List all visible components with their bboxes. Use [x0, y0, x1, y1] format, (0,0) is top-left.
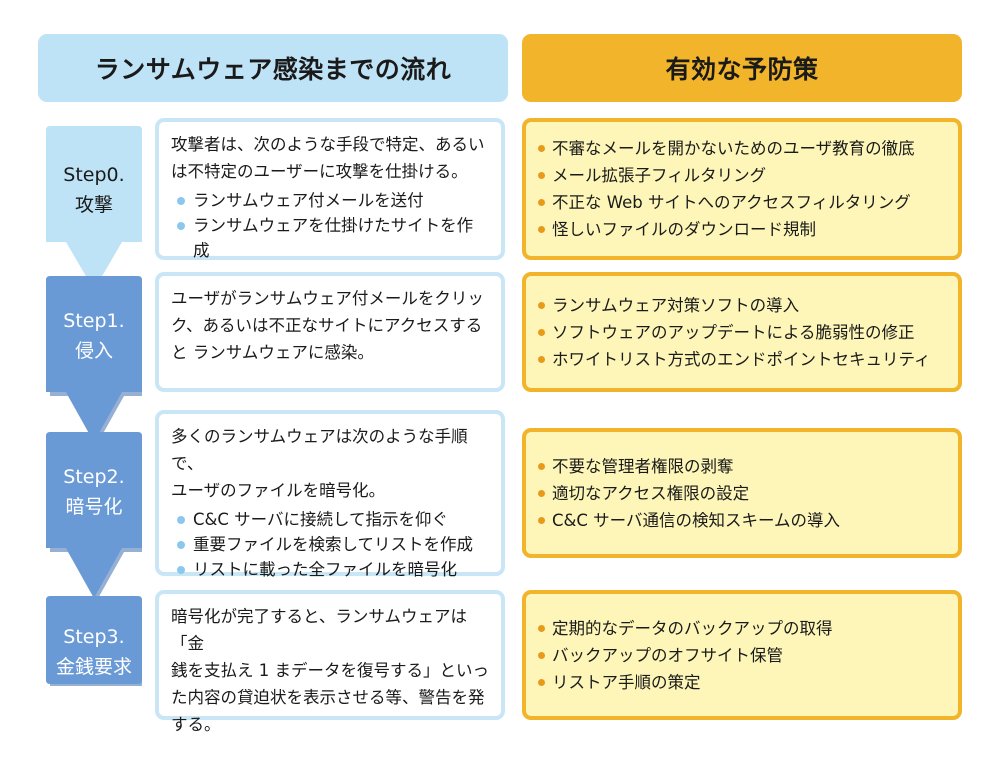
step2-bullet: リストに載った全ファイルを暗号化 — [177, 557, 489, 582]
measure-item: 不正な Web サイトへのアクセスフィルタリング — [538, 189, 946, 216]
step0-bullet: ランサムウェアを仕掛けたサイトを作成 — [177, 213, 489, 263]
prevention-header: 有効な予防策 — [522, 34, 962, 102]
measure-item: 適切なアクセス権限の設定 — [538, 480, 946, 507]
step0-label: Step0.攻撃 — [63, 164, 125, 216]
step2-bullet: C&C サーバに接続して指示を仰ぐ — [177, 507, 489, 532]
measure-item: 怪しいファイルのダウンロード規制 — [538, 216, 946, 243]
measure-item: 不審なメールを開かないためのユーザ教育の徹底 — [538, 135, 946, 162]
measure-item: ランサムウェア対策ソフトの導入 — [538, 292, 946, 319]
step2-description: 多くのランサムウェアは次のような手順で、 ユーザのファイルを暗号化。 C&C サ… — [155, 410, 505, 579]
step3-box — [46, 596, 142, 684]
measure-item: 定期的なデータのバックアップの取得 — [538, 615, 946, 642]
measure-item: メール拡張子フィルタリング — [538, 162, 946, 189]
step2-bullet: 重要ファイルを検索してリストを作成 — [177, 532, 489, 557]
step3-label: Step3.金銭要求 — [55, 626, 132, 678]
flow-header: ランサムウェア感染までの流れ — [38, 34, 508, 102]
step0-description: 攻撃者は、次のような手段で特定、あるい は不特定のユーザーに攻撃を仕掛ける。 ラ… — [155, 118, 505, 260]
measure-item: リストア手順の策定 — [538, 669, 946, 696]
flow-arrows — [38, 124, 150, 686]
step1-measures: ランサムウェア対策ソフトの導入 ソフトウェアのアップデートによる脆弱性の修正 ホ… — [522, 272, 962, 392]
step1-description: ユーザがランサムウェア付メールをクリッ ク、あるいは不正なサイトにアクセスする … — [155, 272, 505, 392]
measure-item: バックアップのオフサイト保管 — [538, 642, 946, 669]
step1-chevron — [46, 276, 142, 442]
measure-item: ホワイトリスト方式のエンドポイントセキュリティ — [538, 346, 946, 373]
step0-bullet: ランサムウェア付メールを送付 — [177, 188, 489, 213]
step0-measures: 不審なメールを開かないためのユーザ教育の徹底 メール拡張子フィルタリング 不正な… — [522, 118, 962, 260]
measure-item: C&C サーバ通信の検知スキームの導入 — [538, 507, 946, 534]
step3-measures: 定期的なデータのバックアップの取得 バックアップのオフサイト保管 リストア手順の… — [522, 590, 962, 720]
measure-item: 不要な管理者権限の剥奪 — [538, 453, 946, 480]
step1-label: Step1.侵入 — [63, 310, 125, 362]
step0-chevron — [46, 126, 142, 290]
step2-chevron — [46, 432, 142, 598]
step2-label: Step2.暗号化 — [63, 466, 125, 518]
measure-item: ソフトウェアのアップデートによる脆弱性の修正 — [538, 319, 946, 346]
step3-description: 暗号化が完了すると、ランサムウェアは「金 銭を支払え 1 まデータを復号する」と… — [155, 590, 505, 734]
step2-measures: 不要な管理者権限の剥奪 適切なアクセス権限の設定 C&C サーバ通信の検知スキー… — [522, 428, 962, 558]
